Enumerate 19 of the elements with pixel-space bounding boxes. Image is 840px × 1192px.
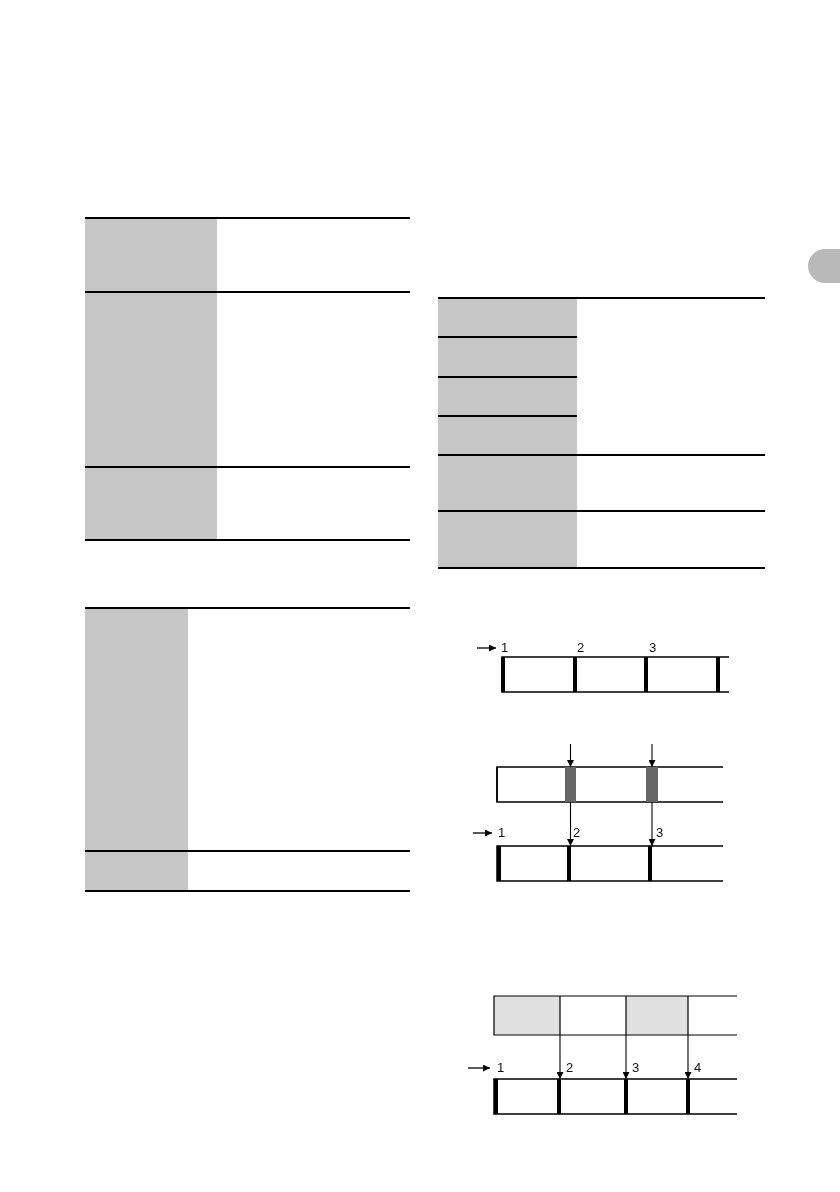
step-number: 1 [497,1061,505,1075]
step-number: 3 [656,826,664,840]
step-number: 3 [649,641,657,655]
step-number: 1 [501,641,509,655]
arrow [567,801,574,847]
step-number: 4 [694,1061,702,1075]
marker-bar [565,767,576,802]
arrow [648,743,656,768]
arrow [556,1034,564,1080]
arrow [567,743,574,768]
arrow [684,1034,692,1080]
step-number: 3 [632,1061,640,1075]
arrow [622,1034,630,1080]
step-number: 2 [566,1061,574,1075]
arrow [648,801,656,847]
step-number: 1 [498,826,506,840]
step-number: 2 [573,826,581,840]
marker-bar [646,767,658,802]
step-number: 2 [577,641,585,655]
